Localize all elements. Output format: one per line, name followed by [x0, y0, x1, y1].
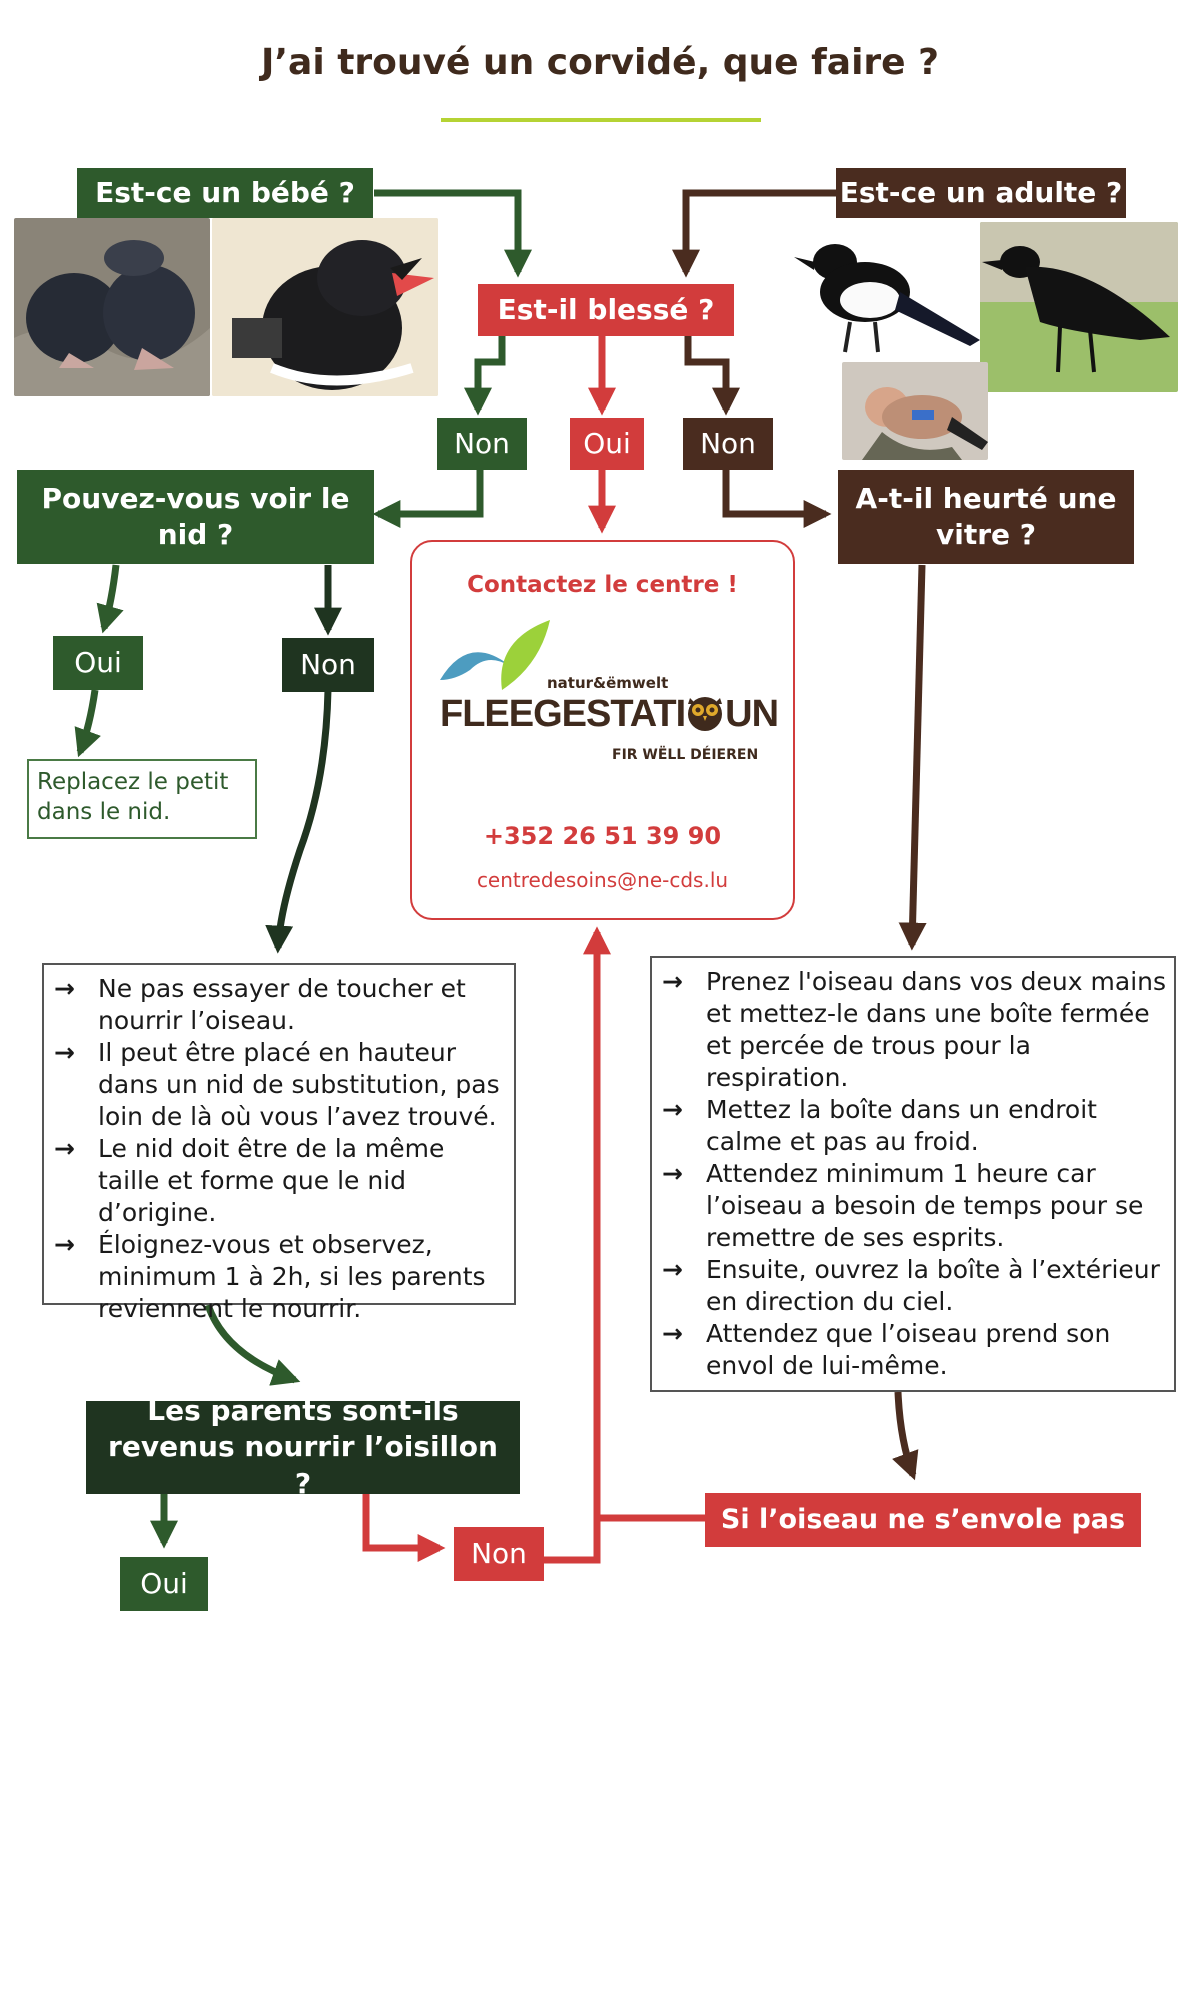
title-divider [441, 118, 761, 122]
list-item: →Ensuite, ouvrez la boîte à l’extérieur … [662, 1255, 1160, 1316]
arrow-right-icon: → [54, 1134, 75, 1163]
arrow-right-icon: → [662, 1095, 683, 1124]
arrow-parents-to-no [362, 1490, 446, 1562]
injured-question-box: Est-il blessé ? [478, 284, 734, 336]
no-flight-box: Si l’oiseau ne s’envole pas [705, 1493, 1141, 1547]
jay-photo [842, 362, 988, 460]
contact-email[interactable]: centredesoins@ne-cds.lu [476, 868, 729, 892]
nest-instructions-box: →Ne pas essayer de toucher et nourrir l’… [42, 963, 516, 1323]
list-item: →Il peut être placé en hauteur dans un n… [54, 1038, 500, 1131]
baby-question-box: Est-ce un bébé ? [77, 168, 373, 218]
logo-wordmark-right: UN [725, 693, 779, 735]
page-title: J’ai trouvé un corvidé, que faire ? [260, 42, 940, 83]
arrow-no-to-window-question [722, 470, 832, 528]
parents-no-label: Non [454, 1527, 544, 1581]
logo-tagline: natur&ëmwelt [547, 674, 669, 692]
logo-wordmark: FLEEGESTATI UN [440, 692, 780, 736]
list-item: →Le nid doit être de la même taille et f… [54, 1134, 445, 1227]
window-question-box: A-t-il heurté une vitre ? [838, 470, 1134, 564]
arrow-nest-to-yes [96, 564, 124, 634]
injured-no-left-label: Non [437, 418, 527, 470]
arrow-right-icon: → [54, 974, 75, 1003]
leaf-logo-icon [440, 620, 550, 690]
arrow-right-icon: → [662, 1159, 683, 1188]
contact-card: Contactez le centre ! natur&ëmwelt FLEEG… [410, 540, 795, 920]
arrow-injured-to-no-left [464, 335, 506, 416]
logo-subtitle: FIR WËLL DÉIEREN [612, 747, 759, 763]
injured-yes-label: Oui [570, 418, 644, 470]
arrow-window-instructions-to-no-flight [892, 1391, 919, 1481]
baby-crow-beak-photo [212, 218, 438, 396]
list-item: →Ne pas essayer de toucher et nourrir l’… [54, 974, 466, 1035]
injured-no-right-label: Non [683, 418, 773, 470]
arrow-right-icon: → [54, 1230, 75, 1259]
replace-in-nest-box: Replacez le petit dans le nid. [27, 759, 257, 839]
nest-no-label: Non [282, 638, 374, 692]
arrow-right-icon: → [662, 1319, 683, 1348]
window-instructions-box: →Prenez l'oiseau dans vos deux mains et … [650, 956, 1176, 1392]
parents-yes-label: Oui [120, 1557, 208, 1611]
magpie-photo [780, 222, 980, 362]
arrow-right-icon: → [662, 967, 683, 996]
list-item: →Attendez que l’oiseau prend son envol d… [662, 1319, 1111, 1380]
nest-yes-label: Oui [53, 636, 143, 690]
list-item: →Prenez l'oiseau dans vos deux mains et … [662, 967, 1167, 1092]
nest-question-box: Pouvez-vous voir le nid ? [17, 470, 374, 564]
logo-wordmark-left: FLEEGESTATI [440, 693, 686, 735]
adult-question-box: Est-ce un adulte ? [836, 168, 1126, 218]
baby-crows-photo [14, 218, 210, 396]
arrow-window-to-instructions [898, 564, 927, 951]
arrow-no-to-instructions [265, 689, 332, 954]
list-item: →Éloignez-vous et observez, minimum 1 à … [54, 1230, 486, 1323]
owl-icon [686, 692, 724, 731]
arrow-instructions-to-parents [204, 1303, 301, 1386]
arrow-right-icon: → [54, 1038, 75, 1067]
contact-phone[interactable]: +352 26 51 39 90 [483, 822, 722, 850]
parents-question-box: Les parents sont-ils revenus nourrir l’o… [86, 1394, 520, 1500]
arrow-yes-to-replace [74, 689, 101, 758]
list-item: →Mettez la boîte dans un endroit calme e… [662, 1095, 1097, 1156]
crow-photo [980, 222, 1178, 392]
list-item: →Attendez minimum 1 heure car l’oiseau a… [662, 1159, 1144, 1252]
arrow-no-to-nest-question [372, 470, 484, 528]
arrow-no-to-contact [542, 926, 611, 1564]
arrow-adult-to-injured [672, 189, 837, 278]
arrow-right-icon: → [662, 1255, 683, 1284]
arrow-baby-to-injured [374, 189, 532, 278]
contact-heading: Contactez le centre ! [467, 572, 738, 598]
arrow-injured-to-no-right [684, 335, 740, 416]
